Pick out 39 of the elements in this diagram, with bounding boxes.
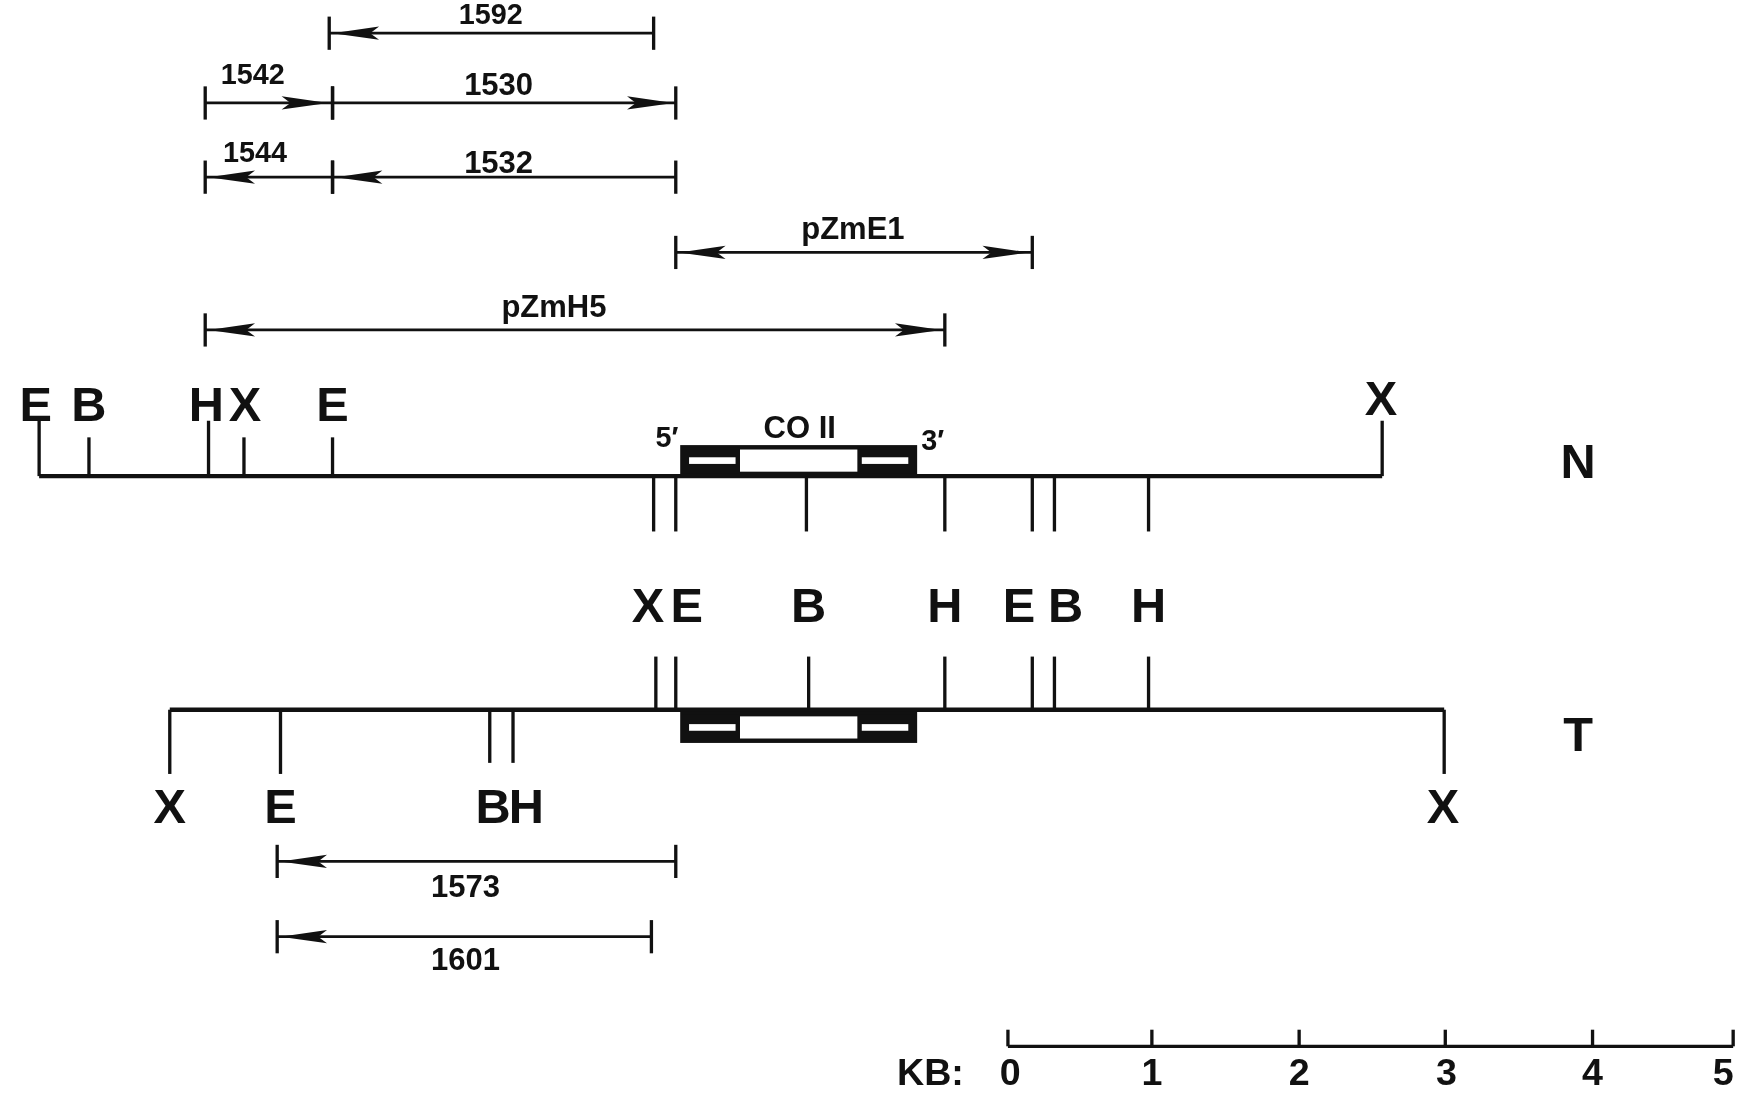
scale-number: 1 <box>1141 1051 1163 1094</box>
clone-label: 1530 <box>464 67 534 103</box>
strain-label: T <box>1563 706 1594 761</box>
clone-label: 1601 <box>430 941 500 977</box>
scale-number: 2 <box>1288 1051 1310 1094</box>
scale-number: 4 <box>1582 1051 1603 1094</box>
site-label: H <box>188 376 224 431</box>
site-label: H <box>927 578 963 633</box>
site-label: B <box>1047 578 1084 633</box>
site-label: E <box>19 376 53 431</box>
site-label: X <box>1426 778 1460 833</box>
site-label: X <box>1364 371 1398 426</box>
scale-unit: KB: <box>897 1051 964 1094</box>
end-label: 5′ <box>655 421 679 454</box>
scale-number: 3 <box>1435 1051 1457 1094</box>
site-label: H <box>1130 578 1167 633</box>
clone-label: pZmE1 <box>801 211 905 247</box>
strain-label: N <box>1560 434 1596 489</box>
site-label: X <box>631 578 665 633</box>
site-label: E <box>264 778 297 833</box>
site-label: B <box>791 578 827 633</box>
site-label: B <box>71 376 107 431</box>
clone-label: 1532 <box>464 144 534 180</box>
scale-number: 0 <box>999 1051 1021 1094</box>
scale-number: 5 <box>1712 1051 1734 1094</box>
site-label: E <box>670 578 704 633</box>
site-label: B <box>475 778 511 833</box>
gene-label: CO II <box>763 410 836 446</box>
clone-label: 1542 <box>220 58 285 91</box>
site-label: E <box>1002 578 1036 633</box>
site-label: H <box>508 778 544 833</box>
site-label: E <box>316 376 349 431</box>
end-label: 3′ <box>921 423 945 456</box>
clone-label: 1592 <box>458 0 523 31</box>
clone-label: pZmH5 <box>501 288 607 324</box>
site-label: X <box>153 778 187 833</box>
clone-label: 1573 <box>430 868 500 904</box>
clone-label: 1544 <box>223 135 288 168</box>
site-label: X <box>228 376 262 431</box>
